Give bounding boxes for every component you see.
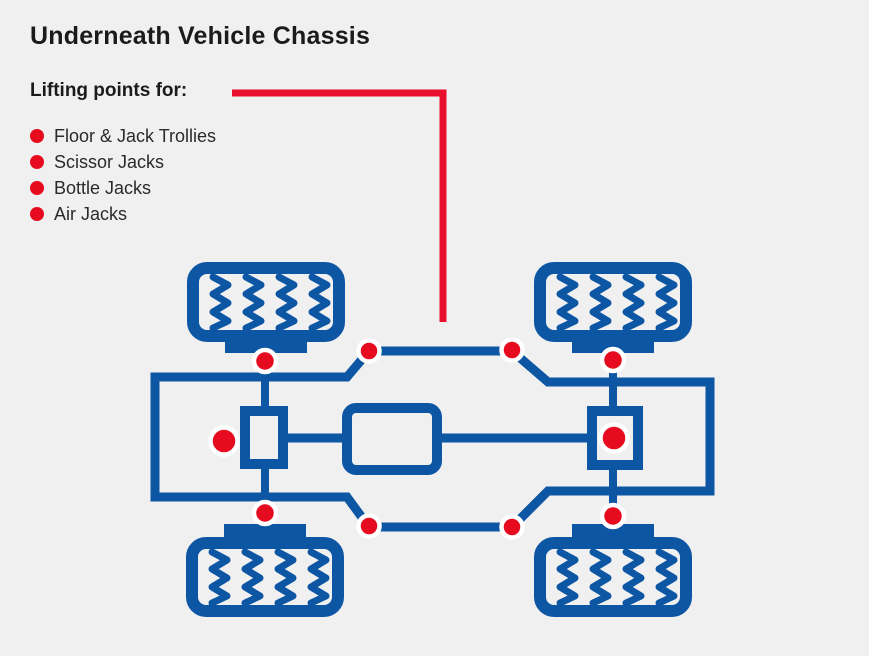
front-differential-box <box>240 406 288 469</box>
lifting-point-hub-rear-right <box>599 502 627 530</box>
bullet-dot-icon <box>30 129 44 143</box>
lifting-point-hub-front-left <box>251 347 279 375</box>
page-title: Underneath Vehicle Chassis <box>30 22 371 50</box>
bullet-dot-icon <box>30 155 44 169</box>
lifting-points-legend: Floor & Jack Trollies Scissor Jacks Bott… <box>30 123 216 227</box>
bullet-dot-icon <box>30 207 44 221</box>
list-item: Floor & Jack Trollies <box>30 123 216 149</box>
hub-bracket <box>225 341 307 353</box>
list-item-label: Air Jacks <box>54 203 128 224</box>
lifting-point-bumper-front-left <box>356 338 382 364</box>
legend-heading: Lifting points for: <box>30 80 188 101</box>
tire-front-left <box>193 268 339 336</box>
lifting-point-axle-right <box>598 422 630 454</box>
hub-bracket <box>572 524 654 537</box>
list-item: Scissor Jacks <box>30 149 216 175</box>
list-item: Air Jacks <box>30 201 216 227</box>
list-item-label: Bottle Jacks <box>54 177 152 198</box>
list-item: Bottle Jacks <box>30 175 216 201</box>
tire-rear-right <box>540 543 686 611</box>
list-item-label: Floor & Jack Trollies <box>54 125 217 146</box>
lifting-points-group <box>208 337 630 540</box>
tire-front-right <box>540 268 686 336</box>
legend-pointer-line <box>232 89 447 322</box>
lifting-point-hub-front-right <box>599 346 627 374</box>
lifting-point-bumper-front-right <box>499 337 525 363</box>
hub-bracket <box>224 524 306 537</box>
bullet-dot-icon <box>30 181 44 195</box>
lifting-point-hub-rear-left <box>251 499 279 527</box>
tire-rear-left <box>192 543 338 611</box>
lifting-point-bumper-rear-left <box>356 513 382 539</box>
gearbox <box>342 403 442 475</box>
lifting-point-bumper-rear-right <box>499 514 525 540</box>
lifting-point-crossmember-left <box>208 425 240 457</box>
list-item-label: Scissor Jacks <box>54 151 165 172</box>
